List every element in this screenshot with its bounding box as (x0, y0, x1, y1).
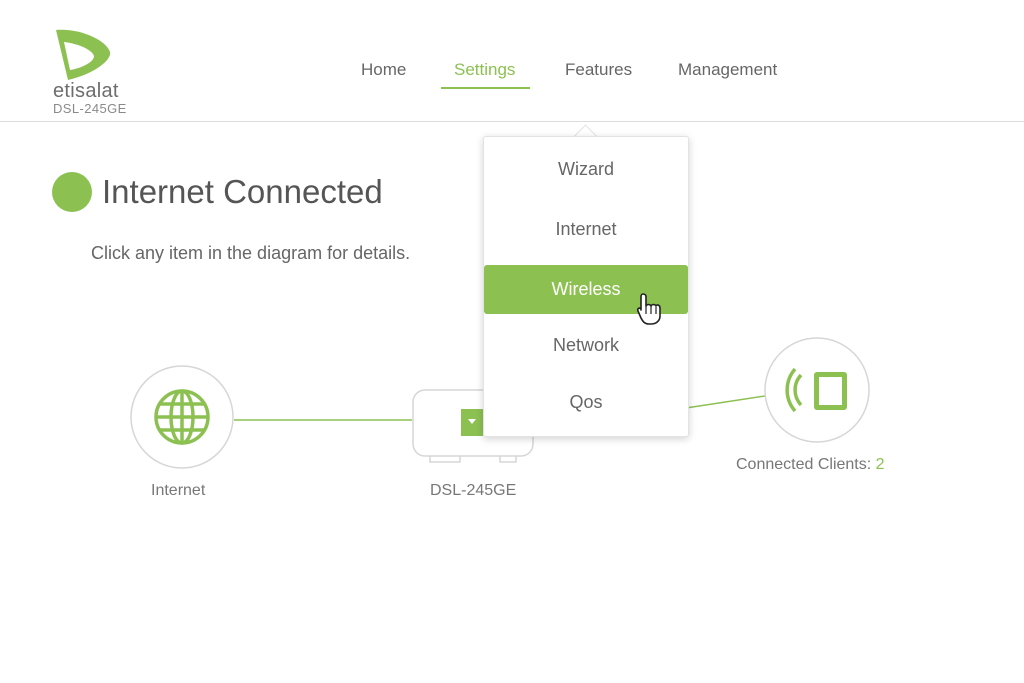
menu-item-wireless[interactable]: Wireless (484, 265, 688, 314)
internet-node[interactable] (130, 365, 234, 469)
menu-item-internet[interactable]: Internet (555, 219, 617, 239)
router-icon (461, 409, 483, 436)
status-indicator (52, 172, 92, 212)
nav-features[interactable]: Features (565, 60, 633, 79)
clients-count[interactable]: 2 (875, 456, 885, 473)
settings-dropdown: Wizard Internet Wireless Network Qos (483, 136, 689, 437)
nav-settings[interactable]: Settings (454, 60, 516, 79)
nav-management[interactable]: Management (678, 60, 778, 79)
menu-item-network[interactable]: Network (552, 335, 619, 355)
status-title: Internet Connected (102, 173, 383, 210)
header: etisalat DSL-245GE Home Settings Feature… (0, 0, 1024, 122)
nav-active-underline (441, 87, 530, 89)
hand-cursor-icon (636, 293, 661, 325)
menu-item-qos[interactable]: Qos (569, 392, 603, 412)
internet-label: Internet (151, 482, 206, 499)
clients-label-text: Connected Clients: (736, 456, 876, 473)
globe-icon (154, 389, 210, 445)
menu-item-wizard[interactable]: Wizard (557, 159, 614, 179)
clients-label: Connected Clients: 2 (736, 456, 885, 474)
main-nav: Home Settings Features Management (0, 60, 1024, 90)
nav-home[interactable]: Home (361, 60, 407, 79)
link-router-clients (685, 395, 766, 409)
etisalat-logo-icon[interactable] (50, 26, 120, 116)
clients-node[interactable] (764, 337, 870, 443)
brand-name: etisalat (53, 80, 119, 102)
brand-model: DSL-245GE (53, 101, 127, 116)
tablet-wifi-icon (785, 367, 847, 413)
diagram-hint: Click any item in the diagram for detail… (91, 243, 411, 263)
router-label: DSL-245GE (430, 482, 517, 499)
